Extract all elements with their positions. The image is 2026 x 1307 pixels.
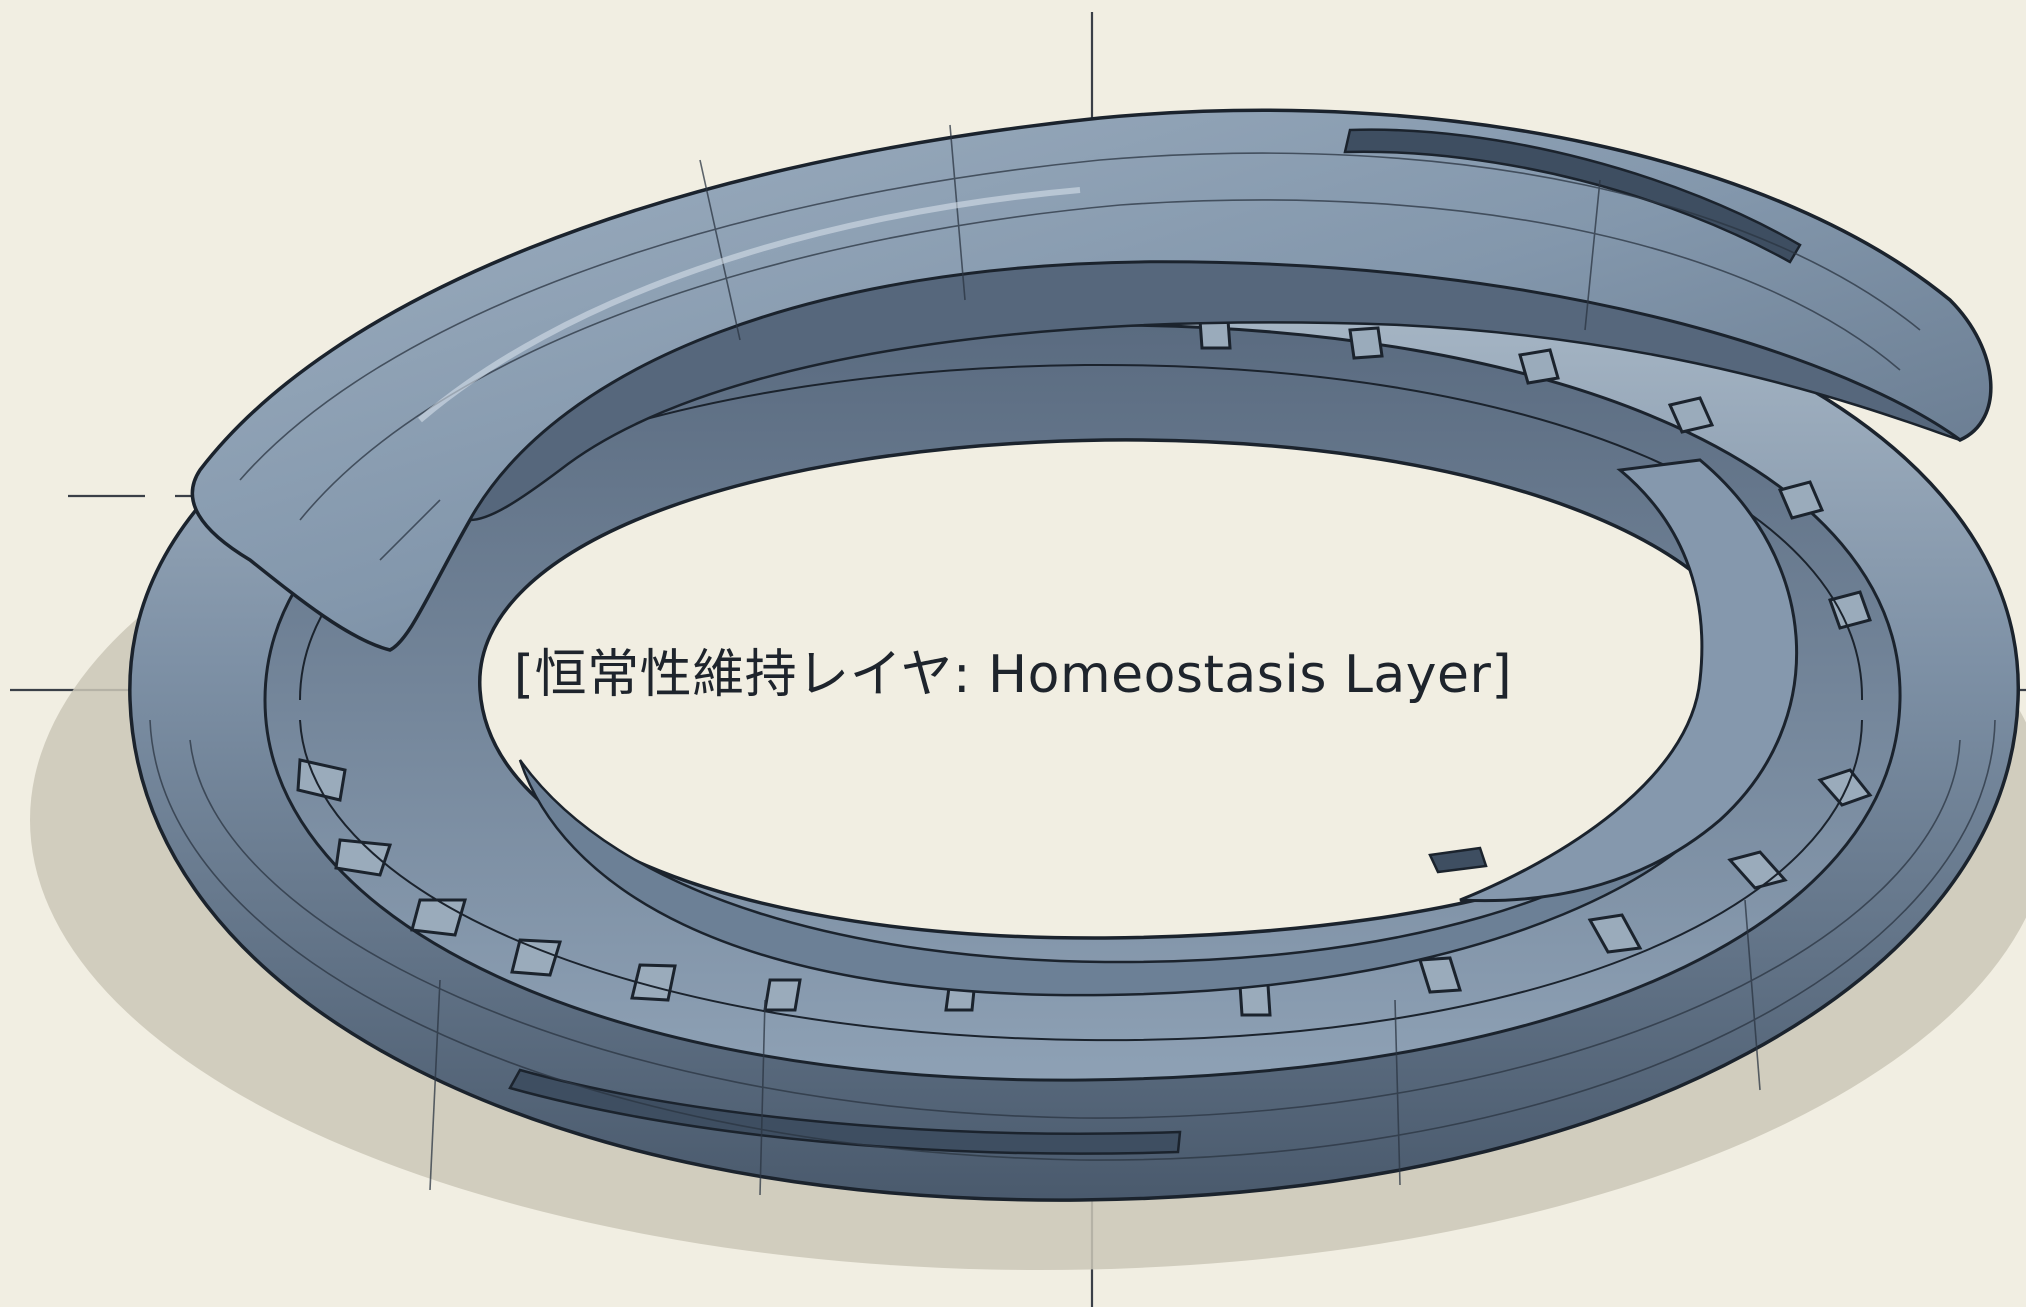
right-sweep <box>1459 458 1799 903</box>
panel-seams <box>149 124 1996 1196</box>
diagram-label: [恒常性維持レイヤ: Homeostasis Layer] <box>513 645 1513 705</box>
truss-struts <box>296 318 1873 1017</box>
surface-highlight <box>418 187 1081 423</box>
upper-band-inner-face <box>467 260 1961 522</box>
groove-slots <box>508 128 1802 1155</box>
